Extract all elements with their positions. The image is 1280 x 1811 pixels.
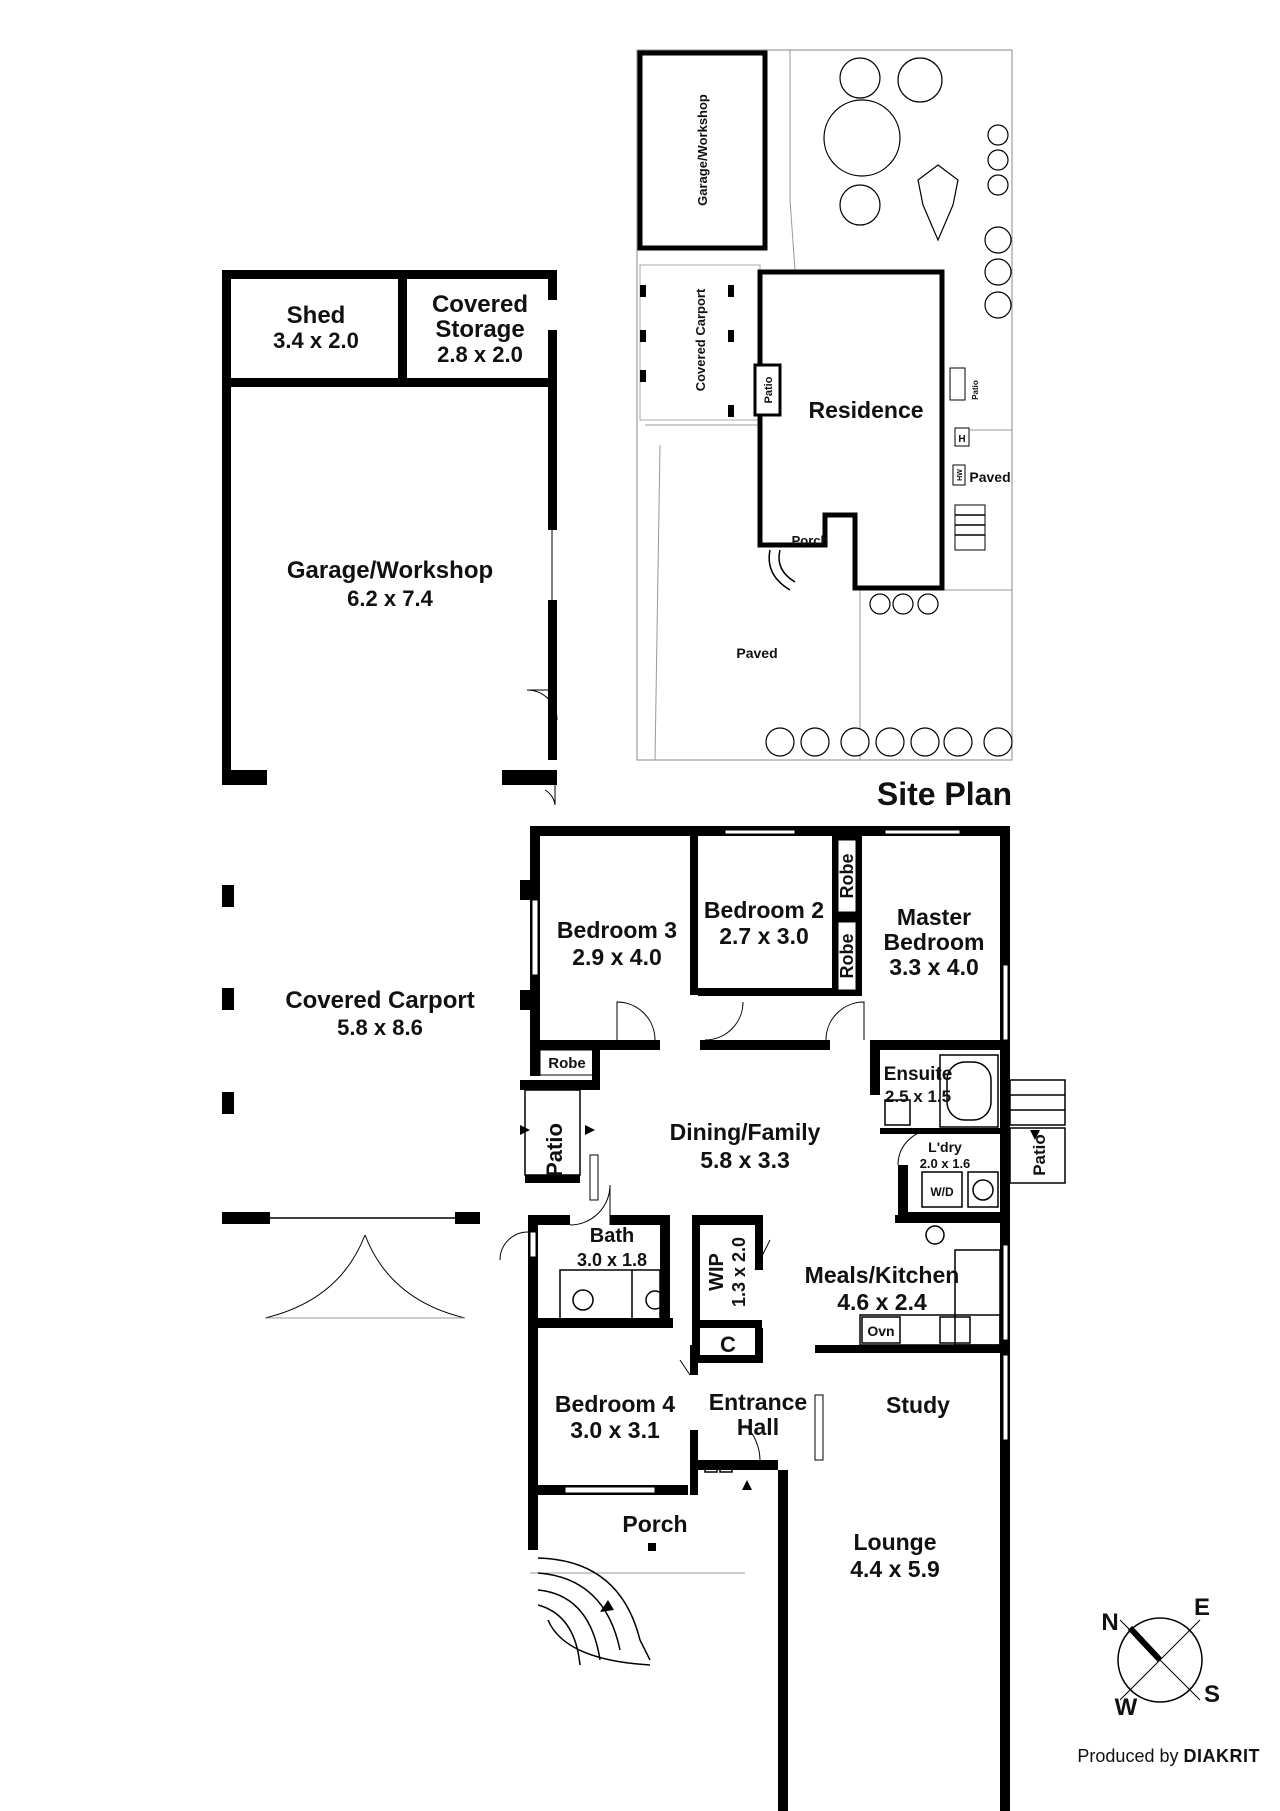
patio-right-label: Patio — [1030, 1134, 1049, 1176]
covered-storage-name-1: Covered — [432, 291, 528, 318]
bedroom2-dims: 2.7 x 3.0 — [719, 923, 809, 949]
ensuite-dims: 2.5 x 1.5 — [885, 1087, 951, 1106]
lounge-dims: 4.4 x 5.9 — [850, 1556, 940, 1582]
robe-label-a: Robe — [837, 854, 857, 899]
kitchen-dims: 4.6 x 2.4 — [837, 1289, 927, 1315]
carport-name: Covered Carport — [285, 987, 474, 1014]
porch-label: Porch — [622, 1511, 687, 1537]
study-label: Study — [886, 1392, 950, 1418]
shed-name: Shed — [287, 302, 346, 329]
main-house: Robe Robe Robe Ensuite 2.5 x 1.5 L'dry 2… — [499, 826, 1066, 1811]
site-paved-label-right: Paved — [969, 469, 1010, 485]
compass-w: W — [1115, 1694, 1138, 1721]
bedroom3-name: Bedroom 3 — [557, 917, 677, 943]
laundry-wd: W/D — [930, 1185, 954, 1199]
wip-dims: 1.3 x 2.0 — [729, 1237, 749, 1307]
wip-name: WIP — [706, 1253, 728, 1291]
site-plan: Garage/Workshop Covered Carport Patio Re… — [636, 49, 1013, 812]
kitchen-name: Meals/Kitchen — [805, 1262, 960, 1288]
site-garage-label: Garage/Workshop — [695, 94, 710, 206]
shed-dims: 3.4 x 2.0 — [273, 328, 359, 353]
dining-dims: 5.8 x 3.3 — [700, 1147, 790, 1173]
outbuilding: Shed 3.4 x 2.0 Covered Storage 2.8 x 2.0… — [222, 270, 558, 1319]
producer-brand: DIAKRIT — [1183, 1746, 1260, 1766]
patio-left-label: Patio — [542, 1123, 567, 1177]
robe-label-c: Robe — [548, 1055, 586, 1072]
lounge-name: Lounge — [853, 1529, 936, 1555]
site-patio-label: Patio — [971, 380, 980, 400]
covered-storage-dims: 2.8 x 2.0 — [437, 342, 523, 367]
garage-dims: 6.2 x 7.4 — [347, 586, 433, 611]
cupboard-label: C — [720, 1332, 736, 1357]
bath-name: Bath — [590, 1225, 634, 1247]
entrance-name-1: Entrance — [709, 1389, 807, 1415]
garage-name: Garage/Workshop — [287, 557, 493, 584]
bedroom4-name: Bedroom 4 — [555, 1391, 675, 1417]
entrance-name-2: Hall — [737, 1414, 779, 1440]
site-plan-heading: Site Plan — [877, 776, 1012, 812]
laundry-dims: 2.0 x 1.6 — [920, 1156, 971, 1171]
oven-label: Ovn — [867, 1323, 894, 1339]
site-hw-label: HW — [957, 469, 964, 481]
master-dims: 3.3 x 4.0 — [889, 954, 979, 980]
carport-dims: 5.8 x 8.6 — [337, 1015, 423, 1040]
site-paved-label-bottom: Paved — [736, 645, 777, 661]
producer-prefix: Produced by — [1077, 1746, 1179, 1766]
producer-credit: Produced by DIAKRIT — [1077, 1746, 1260, 1767]
master-name-2: Bedroom — [884, 929, 985, 955]
bedroom2-name: Bedroom 2 — [704, 897, 824, 923]
robe-label-b: Robe — [837, 934, 857, 979]
site-residence-label: Residence — [808, 397, 923, 423]
site-porch-label: Porch — [792, 533, 829, 548]
bedroom3-dims: 2.9 x 4.0 — [572, 944, 662, 970]
laundry-name: L'dry — [928, 1139, 962, 1155]
dining-name: Dining/Family — [670, 1119, 821, 1145]
compass-n: N — [1101, 1609, 1118, 1636]
bedroom4-dims: 3.0 x 3.1 — [570, 1417, 660, 1443]
compass-e: E — [1194, 1594, 1210, 1621]
master-name-1: Master — [897, 904, 971, 930]
compass-s: S — [1204, 1681, 1220, 1708]
site-h-label: H — [958, 434, 965, 445]
bath-dims: 3.0 x 1.8 — [577, 1250, 647, 1270]
compass: N E S W — [1101, 1594, 1220, 1721]
site-trees — [765, 57, 1013, 757]
covered-storage-name-2: Storage — [435, 316, 524, 343]
site-patio-small-label: Patio — [763, 376, 775, 403]
site-carport-label: Covered Carport — [693, 288, 708, 391]
ensuite-name: Ensuite — [884, 1064, 953, 1085]
